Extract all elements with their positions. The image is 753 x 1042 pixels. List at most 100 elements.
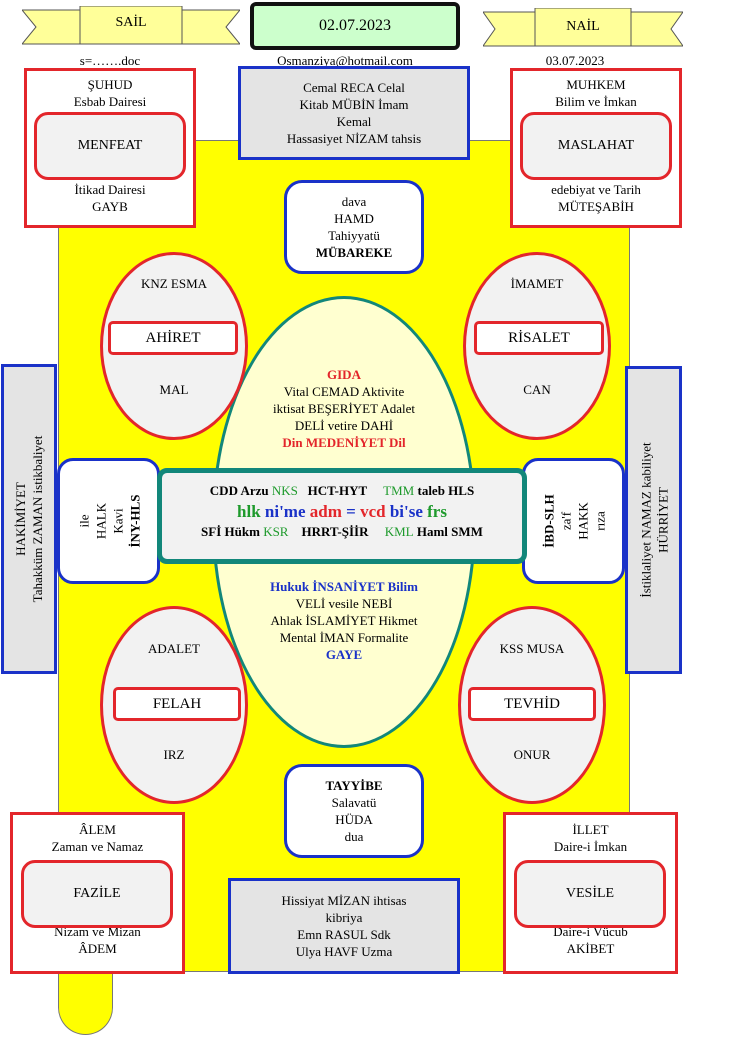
- pill-maslahat: MASLAHAT: [520, 112, 672, 180]
- corner-bl-top-2: Zaman ve Namaz: [51, 839, 144, 854]
- gaye-label: GAYE: [325, 647, 363, 662]
- center-r3-b: KSR: [263, 524, 289, 539]
- bottom-center-line-1: Hissiyat MİZAN ihtisas: [281, 893, 407, 908]
- oval-tl-bottom: MAL: [159, 382, 189, 397]
- corner-bl-top-1: ÂLEM: [79, 822, 116, 837]
- pill-risalet: RİSALET: [474, 321, 604, 355]
- center-r3-a: SFİ Hükm: [201, 524, 260, 539]
- right-banner: [483, 8, 683, 47]
- big-oval-top-line-3: iktisat BEŞERİYET Adalet: [272, 401, 416, 416]
- side-right-riza: rıza: [591, 511, 607, 531]
- doc-name: s=…….doc: [79, 53, 141, 68]
- center-r1-d: TMM: [383, 483, 415, 498]
- oval-tl-top: KNZ ESMA: [140, 276, 208, 291]
- far-left-line-2: Tahakküm ZAMAN istikbaliyet: [30, 435, 45, 603]
- pill-fazile: FAZİLE: [21, 860, 173, 928]
- side-right-hakk: HAKK: [574, 502, 590, 540]
- oval-bl-top: ADALET: [148, 641, 200, 656]
- bottom-center-line-4: Ulya HAVF Uzma: [295, 944, 393, 959]
- side-left-rotated: ile HALK Kavi İNY-HLS: [60, 461, 157, 581]
- corner-tr-top-1: MUHKEM: [566, 77, 626, 92]
- oval-br-top: KSS MUSA: [499, 641, 565, 656]
- far-right-rotated: İstiklaliyet NAMAZ kabiliyet HÜRRİYET: [628, 369, 679, 671]
- oval-br-bottom: ONUR: [513, 747, 551, 762]
- corner-br-bottom-2: AKİBET: [566, 941, 615, 956]
- far-left-line-1: HAKİMİYET: [13, 482, 28, 556]
- corner-tr-bottom-2: MÜTEŞABİH: [558, 199, 634, 214]
- pill-felah: FELAH: [113, 687, 241, 721]
- left-banner-label: SAİL: [115, 15, 147, 30]
- corner-tl-bottom-2: GAYB: [92, 199, 128, 214]
- center-r1-b: NKS: [271, 483, 298, 498]
- tayyibe-line-2: Salavatü: [331, 795, 377, 810]
- corner-br-top-2: Daire-i İmkan: [553, 839, 628, 854]
- center-r2-eq: =: [346, 502, 356, 521]
- big-oval-bottom-line-1: Hukuk İNSANİYET Bilim: [270, 579, 418, 594]
- big-oval-top-text: GIDA Vital CEMAD Aktivite iktisat BEŞERİ…: [232, 366, 456, 451]
- far-left-strip: [1, 364, 57, 674]
- far-left-rotated: HAKİMİYET Tahakküm ZAMAN istikbaliyet: [4, 367, 54, 671]
- big-oval-top-line-4: DELİ vetire DAHİ: [294, 418, 394, 433]
- side-right-ibd: İBD-SLH: [540, 494, 556, 548]
- corner-br-top-1: İLLET: [572, 822, 609, 837]
- big-oval-bottom-line-4: Mental İMAN Formalite: [279, 630, 409, 645]
- center-row-2: hlk ni'me adm = vcd bi'se frs: [162, 502, 522, 522]
- center-row-3: SFİ Hükm KSR HRRT-ŞİİR KML Haml SMM: [162, 524, 522, 540]
- side-right-zaf: za'f: [557, 511, 573, 531]
- center-row-1: CDD Arzu NKS HCT-HYT TMM taleb HLS: [162, 483, 522, 499]
- center-r1-e: taleb HLS: [417, 483, 475, 498]
- big-oval-top-line-5: Din MEDENİYET Dil: [282, 435, 406, 450]
- side-right-rotated: İBD-SLH za'f HAKK rıza: [525, 461, 622, 581]
- side-left-halk: HALK: [92, 502, 108, 540]
- center-box: [157, 468, 527, 564]
- center-r3-e: Haml SMM: [416, 524, 483, 539]
- corner-tl-top-2: Esbab Dairesi: [73, 94, 147, 109]
- pill-menfeat: MENFEAT: [34, 112, 186, 180]
- oval-bl-bottom: IRZ: [163, 747, 185, 762]
- left-banner: [22, 6, 240, 45]
- center-r1-a: CDD Arzu: [209, 483, 269, 498]
- tayyibe-line-4: dua: [344, 829, 364, 844]
- dava-box: dava HAMD Tahiyyatü MÜBAREKE: [284, 180, 424, 274]
- far-right-strip: [625, 366, 682, 674]
- big-oval-bottom-line-3: Ahlak İSLAMİYET Hikmet: [270, 613, 418, 628]
- date2-text: 03.07.2023: [545, 53, 605, 68]
- center-r2-hlk: hlk: [237, 502, 261, 521]
- tayyibe-box: TAYYİBE Salavatü HÜDA dua: [284, 764, 424, 858]
- date-text: 02.07.2023: [319, 17, 391, 34]
- far-right-line-1: İstiklaliyet NAMAZ kabiliyet: [637, 442, 653, 598]
- email-text: Osmanziya@hotmail.com: [277, 53, 413, 68]
- dava-line-1: dava: [341, 194, 367, 209]
- dava-line-2: HAMD: [334, 211, 374, 226]
- big-oval-bottom-text: Hukuk İNSANİYET Bilim VELİ vesile NEBİ A…: [232, 578, 456, 663]
- corner-tr-bottom-1: edebiyat ve Tarih: [551, 182, 641, 197]
- dava-line-3: Tahiyyatü: [328, 228, 380, 243]
- dava-line-4: MÜBAREKE: [315, 245, 393, 260]
- gida-label: GIDA: [327, 367, 361, 382]
- tayyibe-line-3: HÜDA: [335, 812, 373, 827]
- side-left-kavi: Kavi: [109, 508, 125, 534]
- corner-tl-top-1: ŞUHUD: [87, 77, 133, 92]
- pill-vesile: VESİLE: [514, 860, 666, 928]
- oval-tr-bottom: CAN: [523, 382, 551, 397]
- side-left-ile: ile: [75, 514, 91, 528]
- date-box: 02.07.2023: [250, 2, 460, 50]
- far-right-line-2: HÜRRİYET: [654, 487, 670, 553]
- center-r2-frs: frs: [427, 502, 447, 521]
- top-center-line-3: Kemal: [336, 114, 372, 129]
- center-r1-c: HCT-HYT: [307, 483, 367, 498]
- center-r3-d: KML: [384, 524, 414, 539]
- center-r2-vcd: vcd: [360, 502, 386, 521]
- bottom-center-box: Hissiyat MİZAN ihtisas kibriya Emn RASUL…: [228, 878, 460, 974]
- top-center-line-4: Hassasiyet NİZAM tahsis: [286, 131, 422, 146]
- corner-bl-bottom-2: ÂDEM: [78, 941, 117, 956]
- tayyibe-line-1: TAYYİBE: [325, 778, 383, 793]
- corner-tl-bottom-1: İtikad Dairesi: [74, 182, 146, 197]
- corner-tr-top-2: Bilim ve İmkan: [555, 94, 637, 109]
- right-banner-label: NAİL: [566, 19, 600, 34]
- top-center-line-2: Kitab MÜBİN İmam: [299, 97, 409, 112]
- center-r2-adm: adm: [309, 502, 342, 521]
- bottom-center-line-3: Emn RASUL Sdk: [297, 927, 391, 942]
- bottom-center-line-2: kibriya: [325, 910, 363, 925]
- center-r2-bise: bi'se: [389, 502, 423, 521]
